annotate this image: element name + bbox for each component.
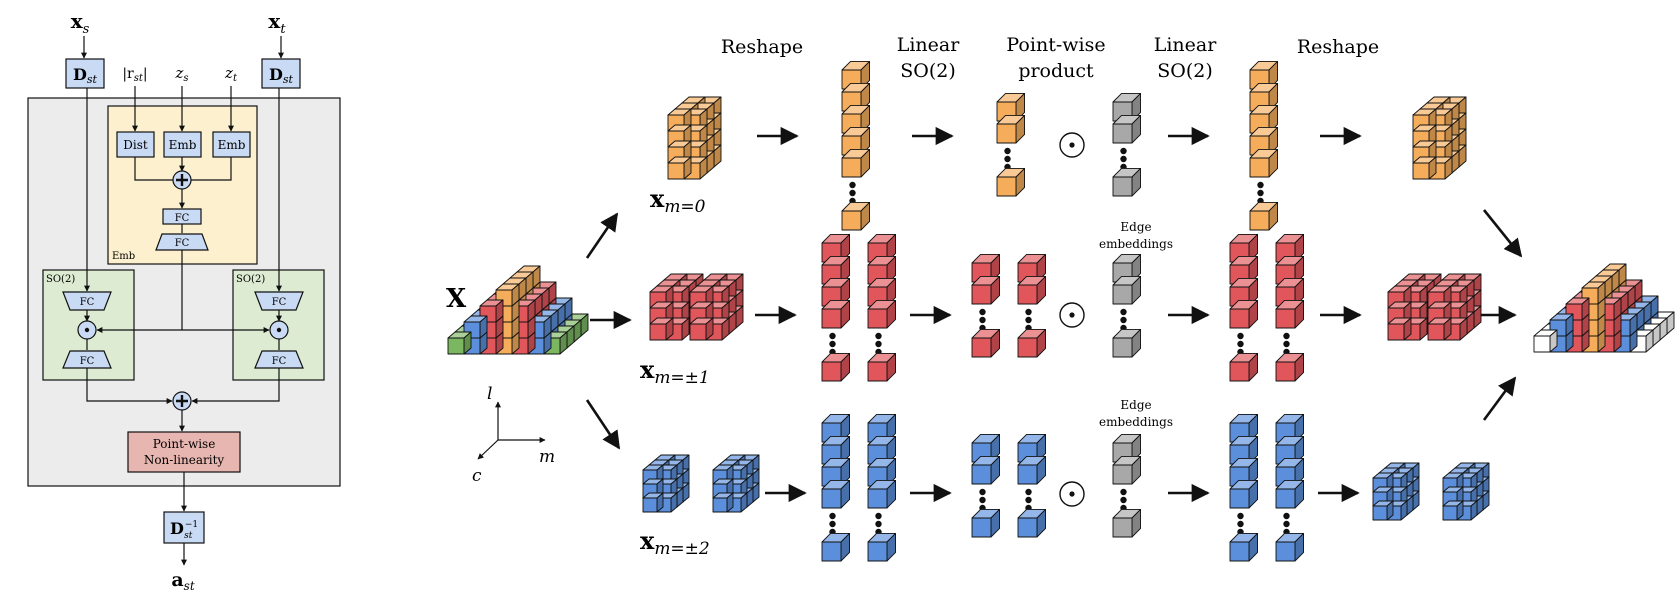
header-product: product — [1018, 60, 1094, 82]
so2-fc-in-right: FC — [254, 291, 304, 311]
row-label-m0: xm=0 — [650, 184, 706, 217]
row0-col-linear — [996, 92, 1026, 197]
so2-label-left: SO(2) — [46, 274, 75, 285]
rotation-box-source: Dst — [65, 58, 105, 89]
product-symbol-row0 — [1059, 132, 1085, 158]
row1-col-reshape-a — [821, 233, 850, 382]
row1-col-edge — [1112, 253, 1142, 358]
so2-fc-out-right: FC — [254, 350, 304, 369]
svg-text:FC: FC — [175, 238, 190, 249]
row0-col-edge — [1112, 92, 1142, 197]
header-so2-1: SO(2) — [900, 60, 956, 82]
svg-text:Dst: Dst — [269, 65, 294, 86]
row2-col-linear-a — [971, 434, 1000, 538]
so2-sum-node — [172, 391, 192, 411]
row2-input-block-a — [642, 454, 690, 513]
row0-col-linear2 — [1249, 61, 1279, 231]
header-linear-1: Linear — [897, 34, 961, 56]
atom-source-label: zs — [174, 64, 188, 84]
emb-fc-1: FC — [162, 208, 202, 225]
input-tensor-x — [447, 265, 589, 355]
row2-col-linear-b — [1017, 434, 1047, 538]
dist-box: Dist — [116, 131, 155, 158]
emb-panel-label: Emb — [112, 251, 135, 262]
distance-input-label: |rst| — [122, 66, 147, 84]
axis-m-label: m — [539, 447, 555, 467]
main-input-label: X — [446, 284, 467, 314]
row2-col-linear2-a — [1229, 414, 1259, 562]
input-source-label: xs — [71, 9, 90, 37]
input-target-label: xt — [268, 9, 286, 37]
output-tensor — [1533, 263, 1675, 353]
atom-target-label: zt — [224, 64, 238, 84]
row1-col-linear-b — [1017, 253, 1047, 358]
svg-text:FC: FC — [175, 213, 190, 224]
output-label: ast — [171, 569, 194, 593]
row2-output-block-b — [1442, 462, 1490, 521]
header-reshape-1: Reshape — [721, 36, 803, 58]
svg-text:Emb: Emb — [169, 138, 197, 152]
svg-text:Point-wise: Point-wise — [153, 437, 216, 451]
row1-col-reshape-b — [867, 233, 896, 382]
emb-box-target: Emb — [212, 131, 251, 158]
header-reshape-2: Reshape — [1297, 36, 1379, 58]
right-pipeline: Reshape Linear SO(2) Point-wise product … — [446, 34, 1675, 562]
svg-text:Dist: Dist — [123, 138, 148, 152]
row2-input-block-b — [712, 454, 760, 513]
axes-indicator: l m c — [472, 384, 555, 486]
product-symbol-row2 — [1059, 481, 1085, 507]
axis-c-label: c — [472, 466, 482, 486]
header-so2-2: SO(2) — [1157, 60, 1213, 82]
so2-fc-out-left: FC — [62, 350, 112, 369]
row2-col-edge — [1112, 434, 1142, 538]
header-pointwise: Point-wise — [1006, 34, 1105, 56]
svg-text:Non-linearity: Non-linearity — [144, 453, 225, 467]
nonlinearity-box: Point-wise Non-linearity — [127, 431, 241, 473]
svg-text:FC: FC — [80, 297, 95, 308]
row2-col-reshape-b — [867, 414, 896, 562]
emb-box-source: Emb — [163, 131, 202, 158]
row-label-m2: xm=±2 — [640, 526, 710, 559]
so2-label-right: SO(2) — [236, 274, 265, 285]
row0-col-reshape — [841, 61, 870, 231]
so2-fc-in-left: FC — [62, 291, 112, 311]
svg-text:Emb: Emb — [218, 138, 246, 152]
svg-text:FC: FC — [272, 356, 287, 367]
rotation-box-target: Dst — [261, 58, 301, 89]
so2-product-node-left — [77, 320, 97, 340]
row0-input-block — [667, 96, 722, 180]
svg-text:FC: FC — [80, 356, 95, 367]
row2-output-block-a — [1372, 462, 1420, 521]
header-linear-2: Linear — [1154, 34, 1218, 56]
so2-product-node-right — [269, 320, 289, 340]
left-module: xs xt Dst Dst |rst| zs zt Emb Dist Emb — [27, 9, 341, 593]
svg-text:Dst: Dst — [73, 65, 98, 86]
flow-arrows — [585, 126, 1523, 503]
svg-text:FC: FC — [272, 297, 287, 308]
cube-graphics — [447, 61, 1675, 562]
row1-input-block-b — [689, 273, 744, 341]
row2-col-linear2-b — [1275, 414, 1305, 562]
row1-output-block-b — [1427, 273, 1482, 341]
row1-col-linear-a — [971, 253, 1000, 358]
row0-output-block — [1412, 96, 1467, 180]
product-symbol-row1 — [1059, 302, 1085, 328]
row1-col-linear2-a — [1229, 233, 1259, 382]
row1-col-linear2-b — [1275, 233, 1305, 382]
emb-fc-2: FC — [155, 233, 209, 251]
row-label-m1: xm=±1 — [640, 355, 710, 388]
row2-col-reshape-a — [821, 414, 850, 562]
axis-l-label: l — [487, 384, 492, 404]
svg-text:D−1st: D−1st — [170, 519, 198, 541]
emb-sum-node — [172, 170, 192, 190]
